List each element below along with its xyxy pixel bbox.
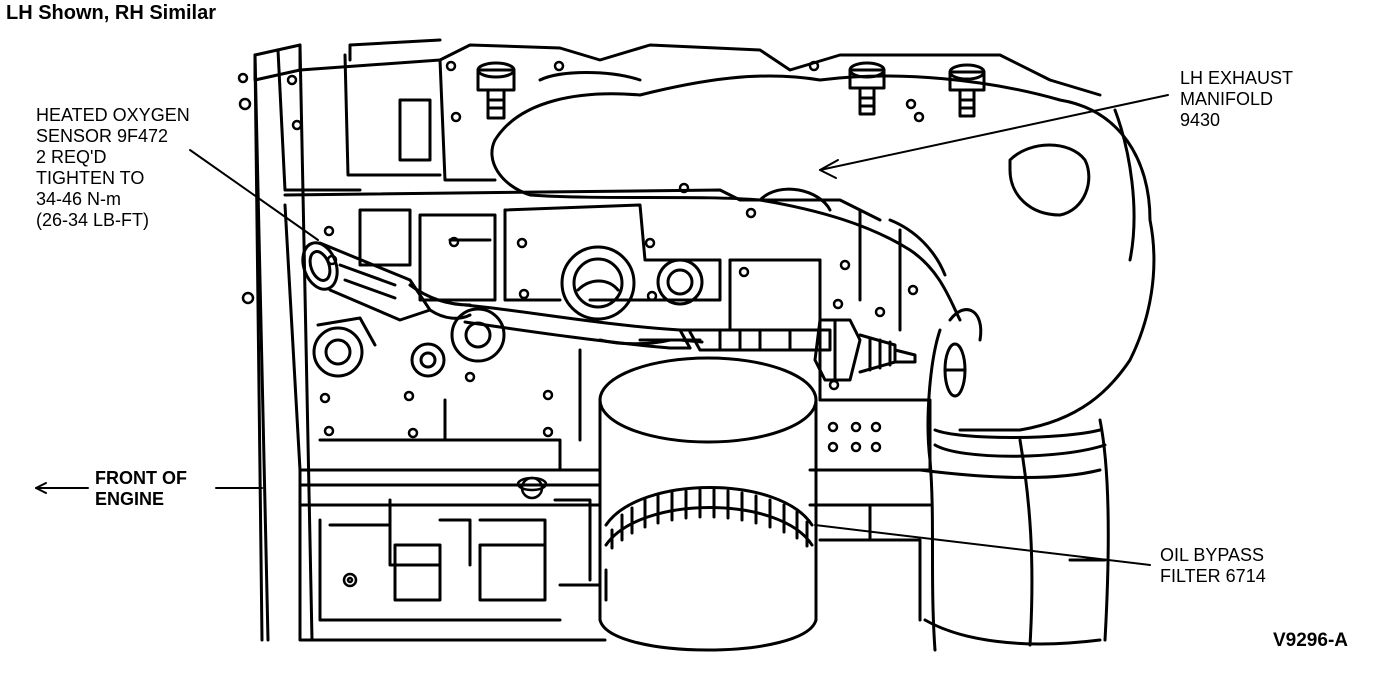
exhaust-manifold: [490, 71, 1156, 432]
figure-id: V9296-A: [1273, 630, 1348, 651]
exhaust-manifold-callout: LH EXHAUST MANIFOLD 9430: [1180, 68, 1293, 131]
callout-line: (26-34 LB-FT): [36, 210, 150, 230]
callout-line: MANIFOLD: [1180, 89, 1274, 109]
front-of-engine-callout: FRONT OF ENGINE: [95, 468, 187, 510]
callout-line: SENSOR 9F472: [36, 126, 169, 146]
callout-line: FILTER 6714: [1160, 566, 1266, 586]
oxygen-sensor-connector: [301, 241, 472, 322]
callout-line: OIL BYPASS: [1160, 545, 1265, 565]
oxygen-sensor-probe: [463, 303, 917, 382]
callout-line: 34-46 N-m: [36, 189, 122, 209]
callout-line: TIGHTEN TO: [36, 168, 145, 188]
callout-line: 2 REQ'D: [36, 147, 107, 167]
exhaust-pipe: [918, 308, 1110, 652]
diagram-title: LH Shown, RH Similar: [6, 2, 217, 24]
callout-line: HEATED OXYGEN: [36, 105, 190, 125]
callout-line: FRONT OF: [95, 468, 187, 488]
engine-block: [253, 38, 1102, 642]
oil-bypass-filter: [598, 356, 818, 652]
callout-line: LH EXHAUST: [1180, 68, 1294, 88]
manifold-studs: [476, 61, 986, 120]
oil-filter-callout: OIL BYPASS FILTER 6714: [1160, 545, 1266, 587]
bolt-holes: [237, 60, 925, 588]
callout-line: ENGINE: [95, 489, 165, 509]
callout-line: 9430: [1180, 110, 1221, 130]
oxygen-sensor-callout: HEATED OXYGEN SENSOR 9F472 2 REQ'D TIGHT…: [36, 105, 190, 231]
leader-lines: [35, 94, 1169, 566]
